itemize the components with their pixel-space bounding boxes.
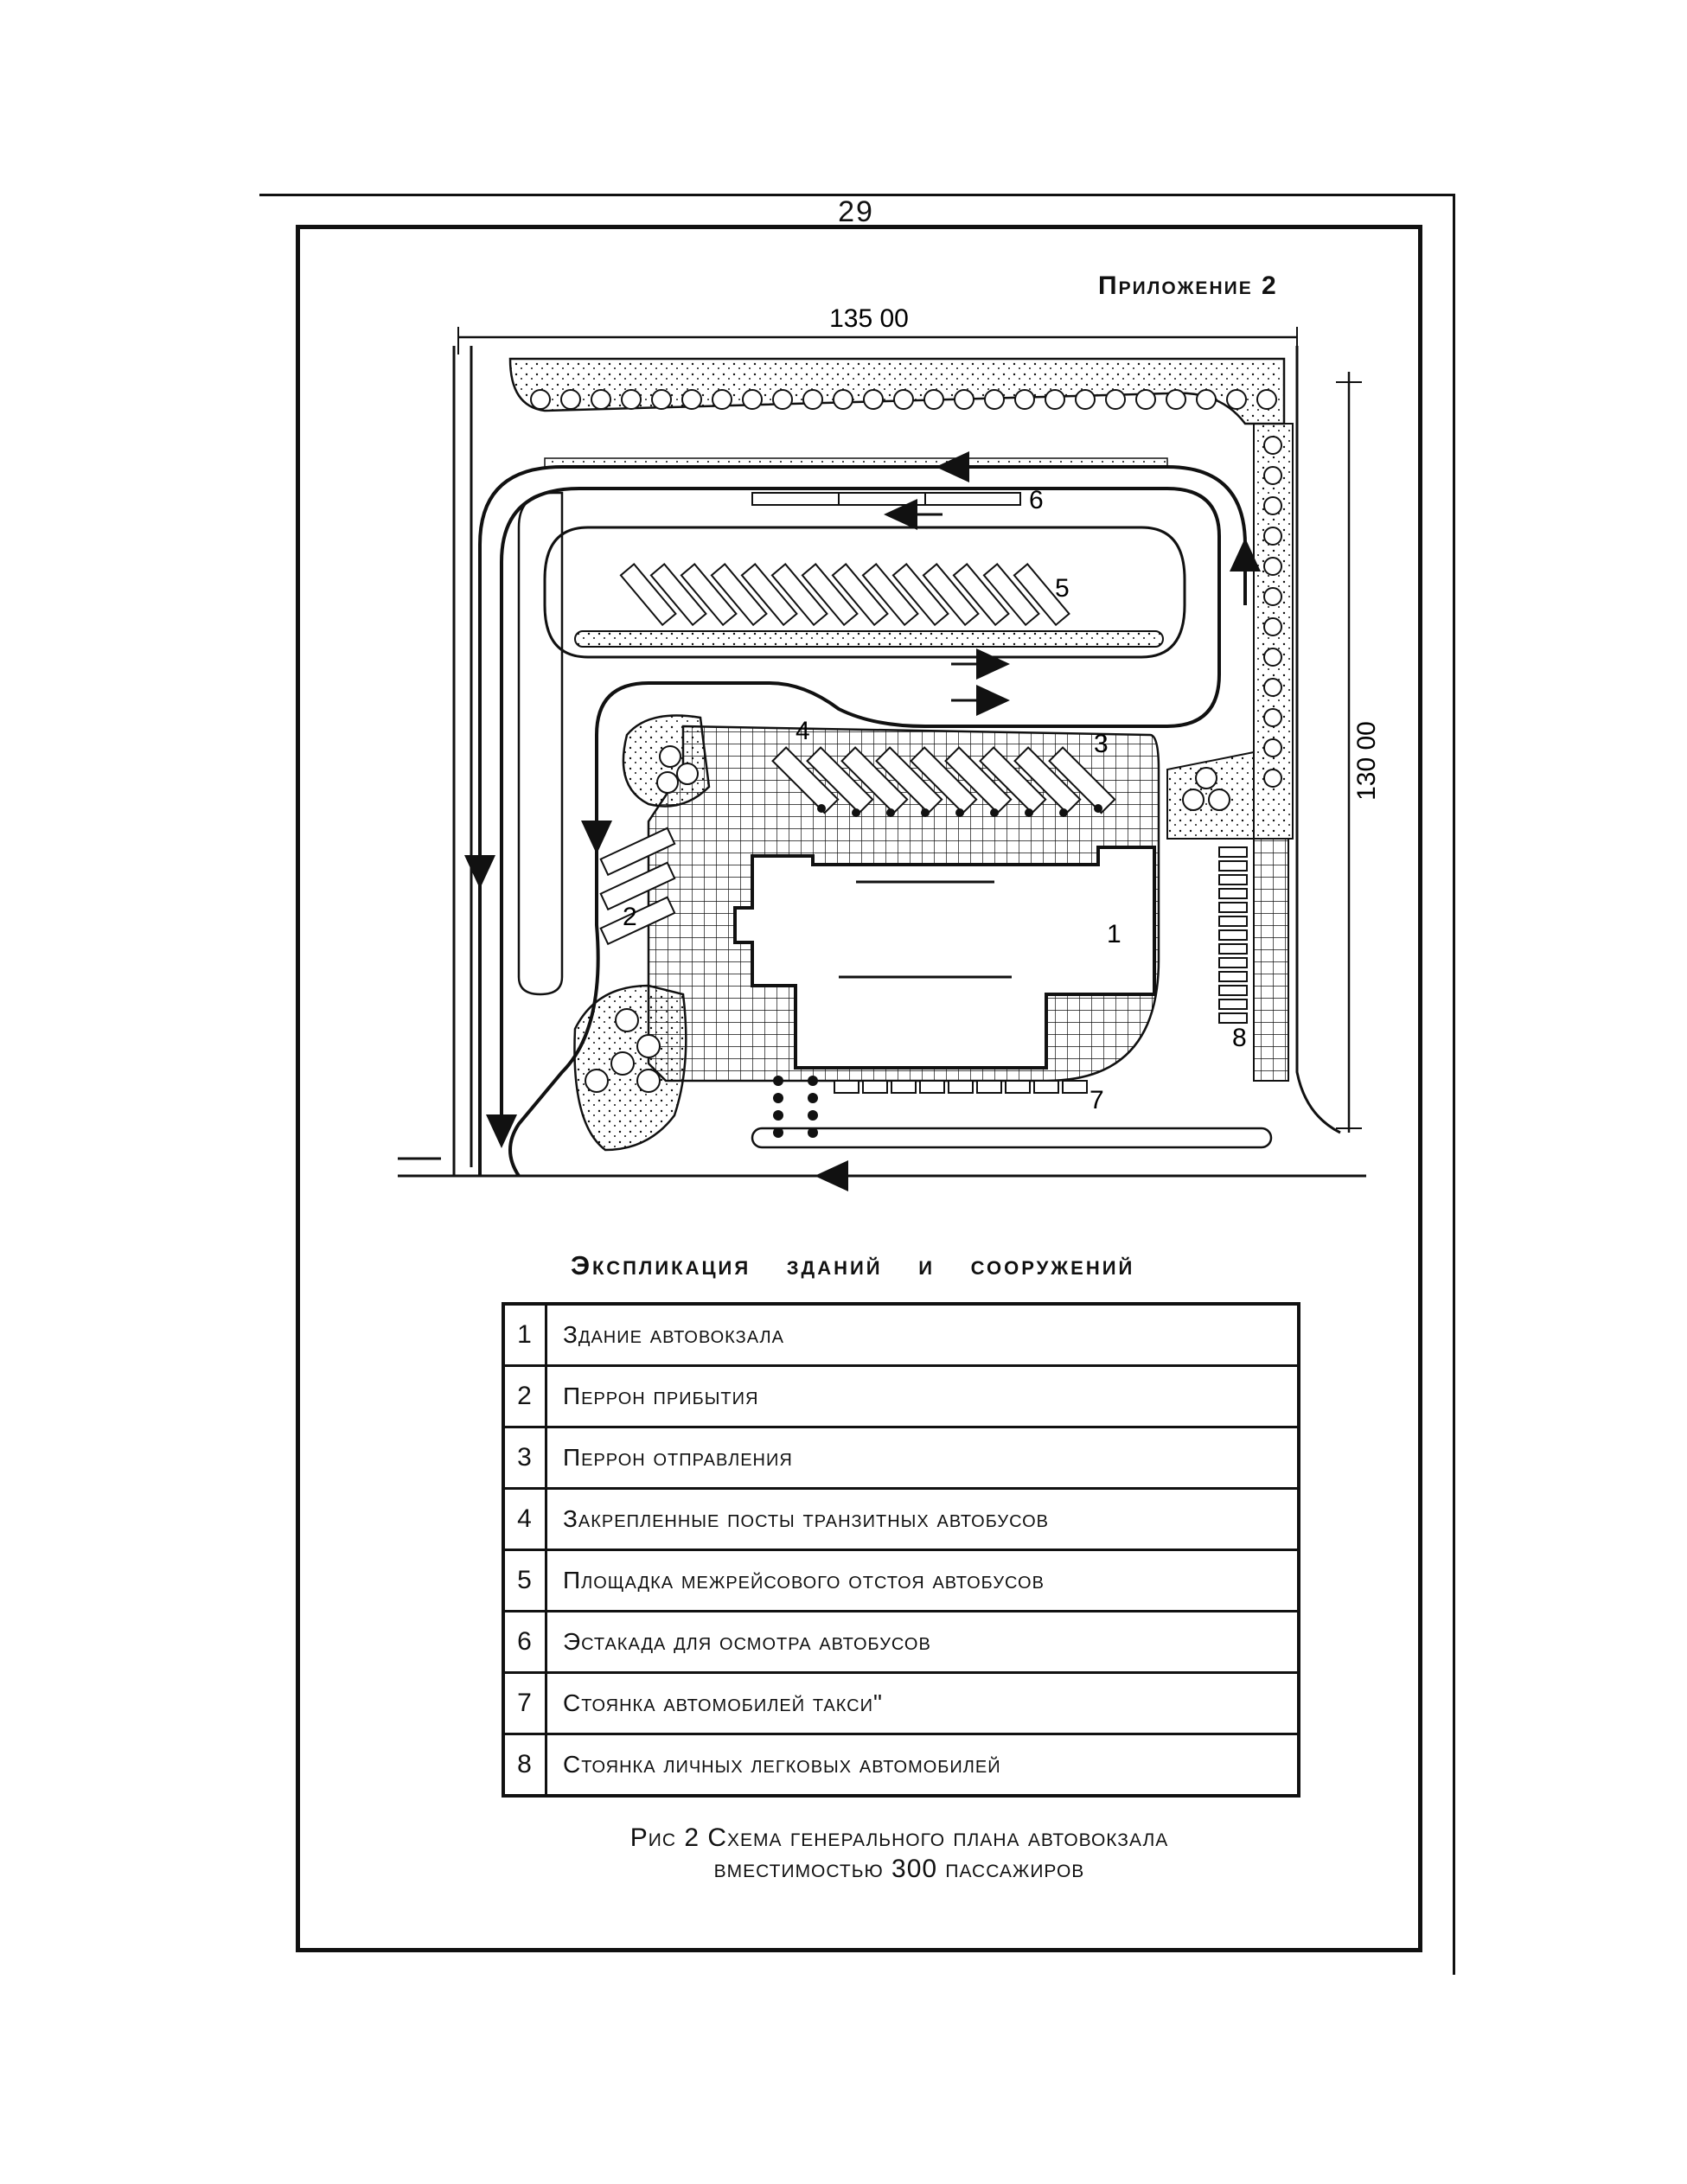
marker-4: 4 [796,717,810,745]
legend-number: 3 [502,1426,547,1490]
legend-number: 2 [502,1364,547,1428]
depth-dimension: 130 00 [1336,372,1381,1133]
legend-text: Здание автовокзала [545,1302,1300,1367]
page-top-rule [259,194,1453,196]
legend-number: 6 [502,1610,547,1674]
marker-7: 7 [1090,1086,1104,1114]
departure-bus-stands [771,746,1116,814]
legend-number: 5 [502,1549,547,1612]
legend-number: 4 [502,1487,547,1551]
site-plan: 135 00 130 00 [389,304,1392,1241]
plan-markers: 1 2 3 4 5 6 7 8 [623,486,1247,1114]
layover-bus-stands [619,563,1070,627]
marker-2: 2 [623,903,637,931]
legend-number: 1 [502,1302,547,1367]
legend-text: Перрон отправления [545,1426,1300,1490]
marker-5: 5 [1055,574,1070,603]
parking-side-strip [1253,838,1289,1082]
platform-bollards [817,804,1102,817]
legend-title: Экспликация зданий и сооружений [571,1250,1135,1280]
taxi-stand [834,1080,1088,1094]
legend-text: Перрон прибытия [545,1364,1300,1428]
island-planting [574,630,1164,648]
legend-text: Стоянка личных легковых автомобилей [545,1733,1300,1798]
legend-number: 7 [502,1671,547,1735]
left-green-strip [517,491,564,996]
page-number: 29 [838,195,874,228]
legend-number: 8 [502,1733,547,1798]
legend-text: Закрепленные посты транзитных автобусов [545,1487,1300,1551]
width-dimension: 135 00 [457,304,1298,354]
caption-line-2: вместимостью 300 пассажиров [713,1855,1085,1883]
traffic-direction-arrows [464,451,1261,1191]
drawing-frame [296,225,1422,1952]
site-boundary [398,346,1366,1178]
right-green-belt [1166,423,1294,840]
station-building [733,846,1156,1070]
car-parking [1218,846,1248,1024]
page-right-rule [1453,194,1455,1975]
arrival-bus-stands [599,827,676,946]
depth-dimension-label: 130 00 [1352,721,1381,801]
marker-8: 8 [1232,1024,1247,1052]
top-planting-strip [544,457,1168,468]
inspection-ramp [751,492,1021,506]
legend-text: Площадка межрейсового отстоя автобусов [545,1549,1300,1612]
figure-caption: Рис 2 Схема генерального плана автовокза… [519,1823,1280,1885]
legend-text: Стоянка автомобилей такси" [545,1671,1300,1735]
caption-line-1: Рис 2 Схема генерального плана автовокза… [629,1823,1169,1852]
pedestrian-crossing [773,1076,818,1138]
inner-loop-island [543,526,1186,659]
south-median [751,1127,1273,1149]
marker-3: 3 [1094,730,1109,758]
marker-1: 1 [1107,920,1121,948]
legend-text: Эстакада для осмотра автобусов [545,1610,1300,1674]
top-green-belt [508,357,1286,425]
marker-6: 6 [1029,486,1044,514]
appendix-label: Приложение 2 [1098,271,1278,300]
width-dimension-label: 135 00 [829,304,909,333]
